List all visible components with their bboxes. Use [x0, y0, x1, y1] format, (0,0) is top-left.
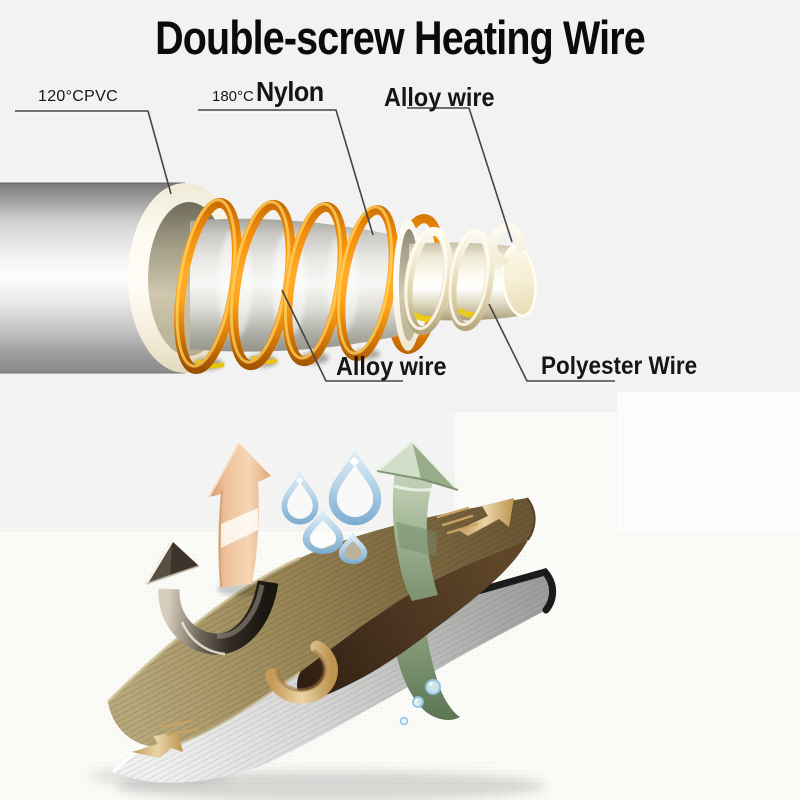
background-seam-right — [617, 392, 800, 531]
water-drops-icon — [281, 449, 382, 565]
callout-lines — [15, 107, 615, 385]
wire-tip-face — [501, 244, 537, 318]
airflow-arrow-left-icon — [132, 719, 200, 758]
label-nylon-temp: 180°C — [212, 88, 254, 105]
alloy-heating-coil — [174, 197, 399, 375]
green-arrow-tail — [393, 636, 460, 720]
callout-nylon — [198, 109, 374, 236]
callout-alloy-bottom — [281, 289, 403, 382]
fabric-layers-illustration — [90, 439, 557, 800]
label-nylon-material: Nylon — [255, 76, 324, 107]
polyester-wire-tip-hook — [488, 223, 526, 266]
label-pvc: 120°CPVC — [38, 88, 118, 106]
label-pvc-material: PVC — [84, 88, 118, 105]
polyester-spiral-wire — [403, 226, 495, 336]
flex-curved-arrow-icon — [144, 540, 279, 656]
callout-polyester — [488, 303, 615, 382]
callout-alloy-top — [407, 107, 513, 243]
callout-pvc — [15, 110, 172, 195]
label-pvc-temp: 120°C — [38, 88, 85, 105]
breathability-arrow-icon — [376, 439, 459, 601]
heating-wire-illustration — [0, 107, 615, 385]
fabric-underside — [297, 540, 528, 702]
label-polyester-wire: Polyester Wire — [541, 352, 698, 380]
label-alloy-wire-top: Alloy wire — [384, 82, 495, 112]
label-alloy-wire-bottom: Alloy wire — [336, 351, 447, 381]
air-bubbles-icon — [399, 679, 441, 726]
label-nylon: 180°C Nylon — [212, 76, 331, 108]
page-title: Double-screw Heating Wire — [155, 11, 646, 64]
sweat-release-arrow-icon — [208, 442, 271, 588]
wicking-loop — [265, 640, 338, 704]
airflow-arrow-right-icon — [436, 498, 514, 536]
